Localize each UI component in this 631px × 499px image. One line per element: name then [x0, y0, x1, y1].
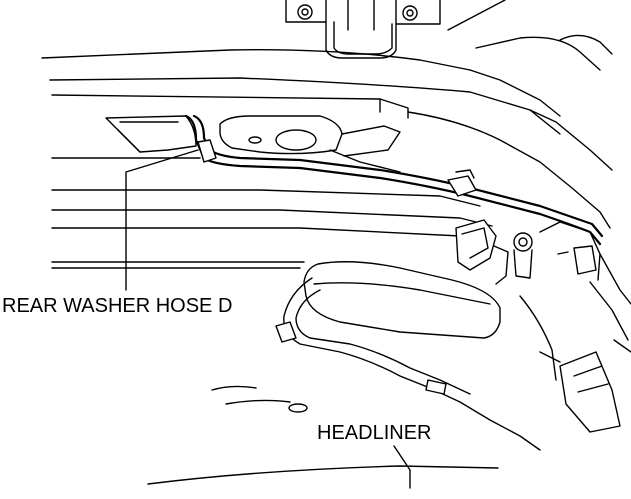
bolt-right — [402, 5, 418, 21]
bolt-left — [297, 4, 313, 20]
hose-joint — [197, 139, 217, 163]
inner-recess — [105, 115, 401, 173]
body-rails — [51, 157, 493, 269]
wire-clip — [275, 321, 297, 343]
rear-washer-hose — [184, 114, 604, 246]
headliner-surface — [147, 385, 499, 485]
upper-right-panel — [475, 36, 601, 71]
headliner-leader-line — [393, 445, 411, 489]
wire-connector — [425, 379, 447, 395]
mirror-mount-knob — [513, 232, 533, 279]
label-headliner: HEADLINER — [317, 422, 432, 444]
rear-view-mirror — [303, 261, 501, 339]
right-pillar — [519, 221, 631, 433]
roof-header-panel — [41, 49, 613, 229]
mount-bracket — [455, 219, 509, 285]
hose-clip — [447, 175, 477, 197]
hose-leader-line — [125, 149, 199, 291]
top-edge-right — [447, 0, 506, 31]
label-rear-washer-hose-d: REAR WASHER HOSE D — [2, 295, 233, 317]
wire-harness — [275, 277, 541, 451]
